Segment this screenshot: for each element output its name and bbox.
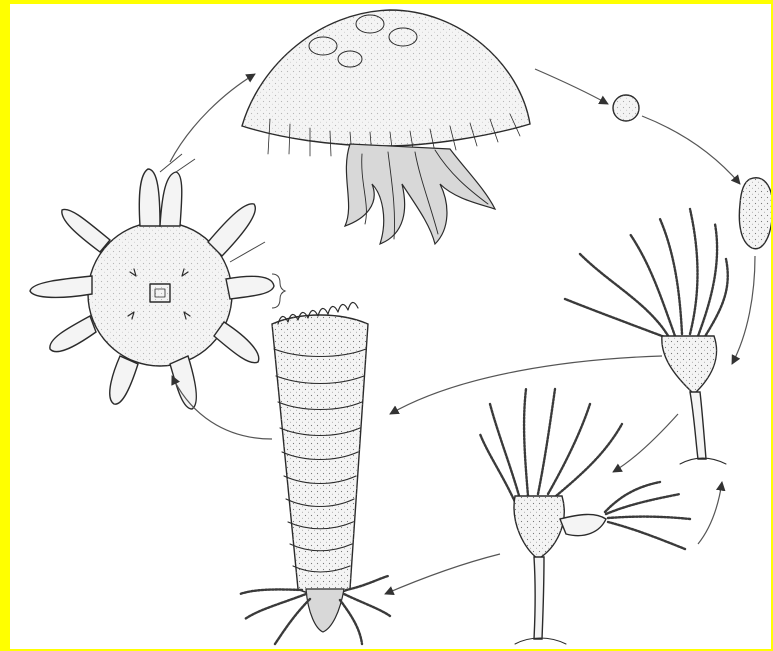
egg-icon (613, 95, 639, 121)
arrow-budding-to-strobila (385, 554, 500, 594)
arrow-ephyra-to-medusa (170, 74, 255, 162)
medusa-icon (242, 10, 530, 244)
larva-icon (739, 178, 771, 249)
ephyra-icon (30, 154, 285, 409)
arrow-medusa-to-egg (535, 69, 608, 104)
arrow-budding-to-polyp (698, 482, 722, 544)
polyp-icon (565, 209, 728, 464)
arrow-egg-to-larva (642, 116, 740, 184)
strobila-icon (240, 302, 390, 644)
arrow-polyp-to-budding (613, 414, 678, 472)
arrow-larva-to-polyp (732, 256, 755, 364)
life-cycle-diagram (10, 4, 771, 649)
cycle-arrows (170, 69, 755, 594)
budding-polyp-icon (480, 389, 690, 644)
arrow-polyp-to-strobila (390, 356, 662, 414)
